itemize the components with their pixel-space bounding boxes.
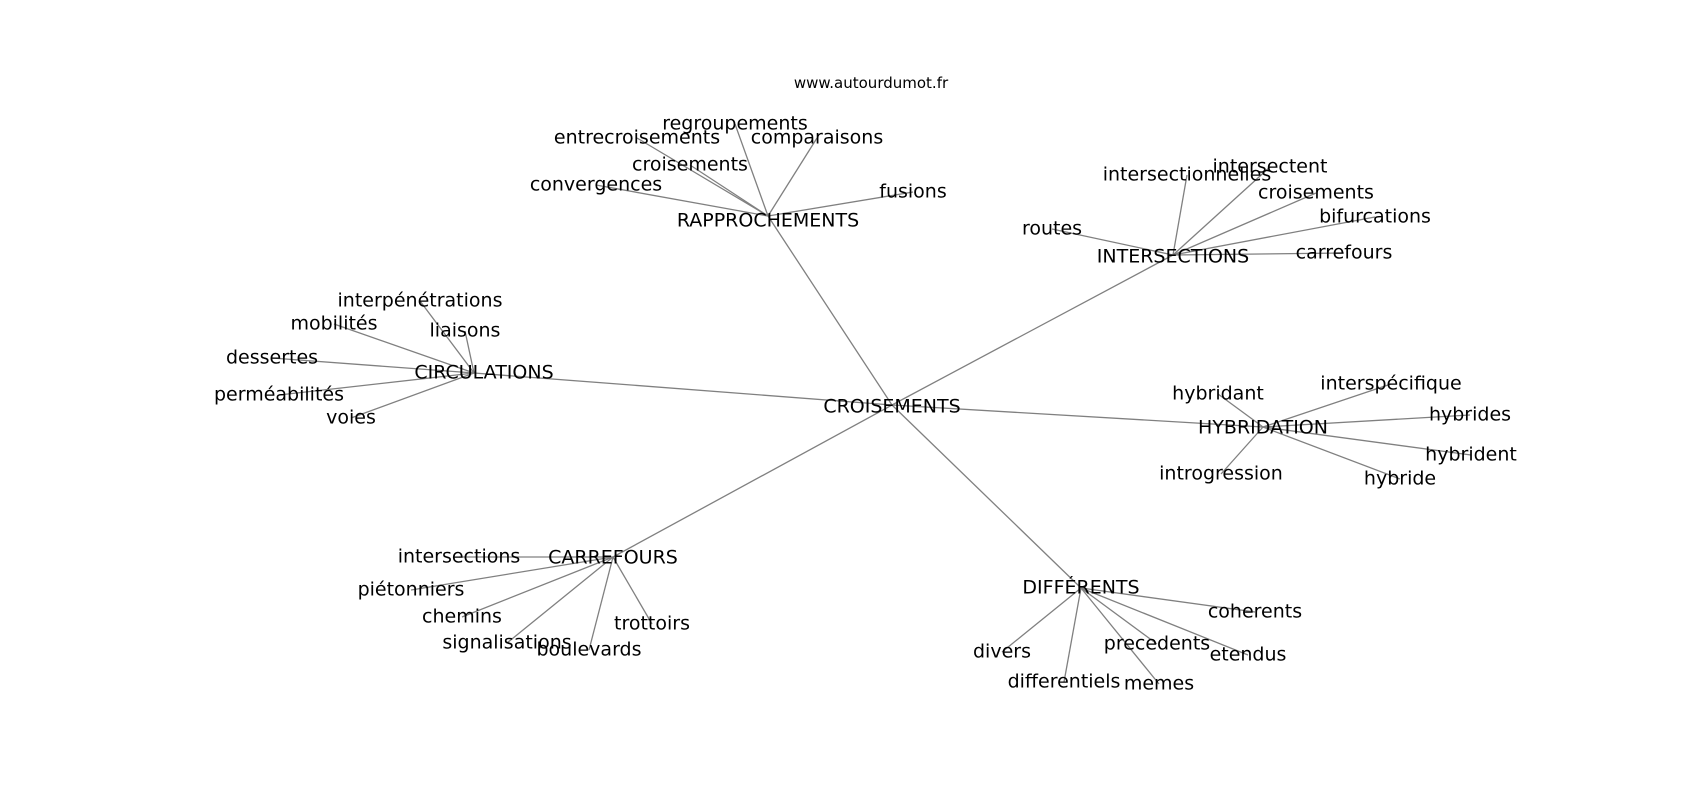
edge-hub-to-word <box>1262 414 1471 428</box>
edge-hub-to-word <box>1080 587 1158 645</box>
edge-hub-to-word <box>1172 174 1188 256</box>
hub-node: HYBRIDATION <box>1198 417 1328 439</box>
edge-hub-to-word <box>636 137 769 217</box>
word-node: comparaisons <box>751 127 883 149</box>
edge-hub-to-word <box>350 372 475 419</box>
edge-hub-to-word <box>1262 426 1472 456</box>
word-node: voies <box>326 407 376 429</box>
word-node: convergences <box>530 174 662 196</box>
word-node: mobilités <box>290 313 377 335</box>
edge-hub-to-word <box>464 330 475 374</box>
word-node: entrecroisements <box>554 127 720 149</box>
word-node: boulevards <box>536 639 641 661</box>
edge-hub-to-word <box>1172 166 1271 256</box>
edge-hub-to-word <box>506 556 614 644</box>
edge-hub-to-word <box>333 323 475 374</box>
edge-hub-to-word <box>1080 587 1160 685</box>
hub-node: CARREFOURS <box>548 547 678 569</box>
word-node: divers <box>973 641 1031 663</box>
word-node: introgression <box>1159 463 1283 485</box>
word-node: signalisations <box>442 632 571 654</box>
word-node: liaisons <box>430 320 501 342</box>
edge-hub-to-word <box>1080 587 1256 613</box>
word-node: hybride <box>1364 468 1436 490</box>
edge-hub-to-word <box>1063 587 1082 683</box>
edge-hub-to-word <box>612 556 653 625</box>
hub-node: CIRCULATIONS <box>414 362 553 384</box>
edge-hub-to-word <box>410 556 614 591</box>
edge-hub-to-word <box>1220 426 1264 475</box>
edge-center-to-rapprochements <box>767 215 893 406</box>
website-credit: www.autourdumot.fr <box>793 74 949 92</box>
word-node: perméabilités <box>214 384 344 406</box>
edge-center-to-hybridation <box>891 404 1264 428</box>
edge-center-to-circulations <box>473 372 893 406</box>
word-node: intersectionnelles <box>1103 164 1272 186</box>
word-node: trottoirs <box>614 613 690 635</box>
edge-hub-to-word <box>271 357 475 374</box>
word-node: hybrident <box>1425 444 1517 466</box>
word-node: intersections <box>398 546 521 568</box>
edge-hub-to-word <box>767 137 818 217</box>
graph-edges <box>271 123 1472 685</box>
edge-hub-to-word <box>461 556 614 618</box>
edge-hub-to-word <box>1217 393 1264 428</box>
word-node: etendus <box>1210 644 1287 666</box>
word-node: croisements <box>1258 182 1374 204</box>
edge-center-to-carrefours <box>612 404 893 558</box>
word-node: hybrides <box>1429 404 1511 426</box>
edge-hub-to-word <box>1051 228 1174 256</box>
word-node: differentiels <box>1008 671 1121 693</box>
word-node: interpénétrations <box>338 290 503 312</box>
word-node: fusions <box>879 181 946 203</box>
edge-hub-to-word <box>1262 383 1392 428</box>
edge-hub-to-word <box>1172 192 1317 256</box>
edge-hub-to-word <box>1172 252 1345 256</box>
word-node: carrefours <box>1296 242 1393 264</box>
word-node: hybridant <box>1172 383 1264 405</box>
hub-node: RAPPROCHEMENTS <box>677 210 859 232</box>
edge-hub-to-word <box>278 372 475 396</box>
edge-hub-to-word <box>419 300 475 374</box>
edge-hub-to-word <box>689 164 769 217</box>
word-node: routes <box>1022 218 1082 240</box>
edge-hub-to-word <box>767 191 914 217</box>
word-node: bifurcations <box>1319 206 1431 228</box>
hub-node: DIFFÉRENTS <box>1022 576 1139 599</box>
edge-hub-to-word <box>1080 587 1249 656</box>
word-node: regroupements <box>662 113 808 135</box>
word-node: memes <box>1124 673 1194 695</box>
edge-center-to-différents <box>891 404 1082 589</box>
word-node: coherents <box>1208 601 1302 623</box>
word-node: piétonniers <box>358 579 465 601</box>
edge-hub-to-word <box>595 184 769 217</box>
word-node: intersectent <box>1213 156 1328 178</box>
edge-hub-to-word <box>1001 587 1082 653</box>
word-node: chemins <box>422 606 502 628</box>
edge-hub-to-word <box>1172 216 1376 256</box>
edge-hub-to-word <box>734 123 769 217</box>
center-node: CROISEMENTS <box>823 396 960 418</box>
word-node: dessertes <box>226 347 318 369</box>
word-node: precedents <box>1104 633 1210 655</box>
word-node: croisements <box>632 154 748 176</box>
edge-hub-to-word <box>588 556 614 651</box>
word-node: interspécifique <box>1320 373 1461 395</box>
hub-node: INTERSECTIONS <box>1097 246 1249 268</box>
edge-center-to-intersections <box>891 254 1174 406</box>
edge-hub-to-word <box>1262 426 1401 480</box>
